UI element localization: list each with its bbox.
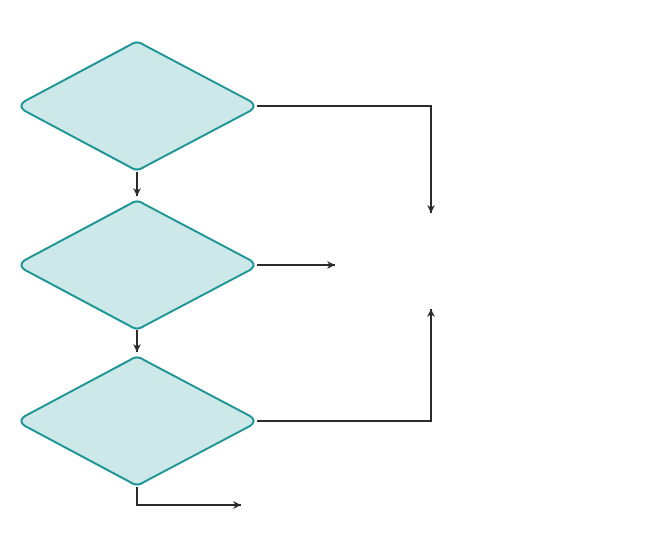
decision-diamond xyxy=(20,200,255,330)
connectors xyxy=(133,105,435,509)
decision-node-3 xyxy=(20,356,255,486)
edge-decision-3-to-bottom-target xyxy=(136,487,241,509)
decision-node-2 xyxy=(20,200,255,330)
edge-decision-1-to-right-upper-target xyxy=(257,105,435,213)
decision-diamond xyxy=(20,41,255,171)
decision-diamond xyxy=(20,356,255,486)
edge-decision-3-to-right-lower-target xyxy=(257,309,435,422)
decision-node-1 xyxy=(20,41,255,171)
